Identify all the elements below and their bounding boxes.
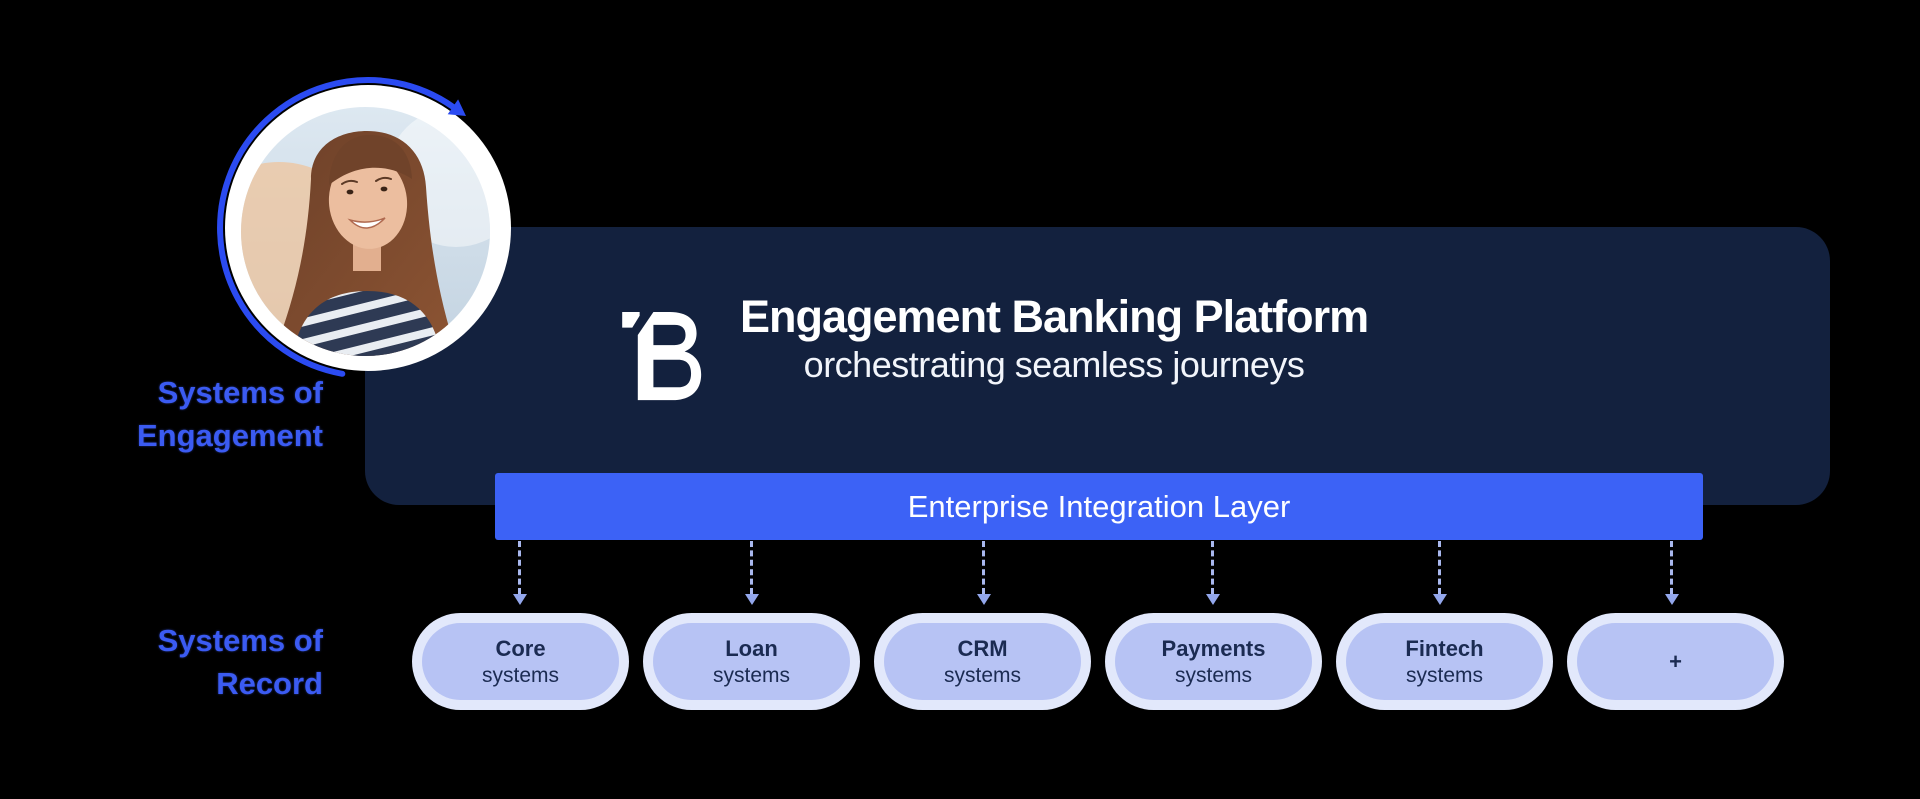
plus-icon: + (1669, 649, 1682, 674)
pill-crm-type: systems (943, 663, 1021, 687)
systems-of-record-label: Systems of Record (40, 619, 323, 705)
pill-loan-name: Loan (725, 635, 778, 661)
connector-line (1211, 541, 1214, 594)
systems-of-record-row: Core systems Loan systems CRM systems Pa… (412, 613, 1784, 710)
pill-payments-name: Payments (1161, 635, 1266, 661)
arrow-down-icon (745, 594, 759, 605)
systems-of-engagement-line1: Systems of (157, 375, 323, 410)
systems-of-record-line2: Record (216, 666, 323, 701)
pill-fintech-type: systems (1405, 663, 1483, 687)
backbase-logo-icon (622, 312, 702, 401)
arrow-down-icon (1665, 594, 1679, 605)
pill-crm-name: CRM (957, 635, 1008, 661)
platform-title: Engagement Banking Platform (740, 291, 1369, 342)
pill-core-name: Core (495, 635, 546, 661)
pill-fintech-name: Fintech (1405, 635, 1484, 661)
pill-core-type: systems (481, 663, 559, 687)
arrow-down-icon (513, 594, 527, 605)
arrow-down-icon (977, 594, 991, 605)
arrow-down-icon (1433, 594, 1447, 605)
pill-core-systems: Core systems (412, 613, 629, 710)
circular-arrow-icon (217, 77, 466, 377)
platform-titles: Engagement Banking Platform orchestratin… (740, 291, 1369, 387)
connector-line (982, 541, 985, 594)
enterprise-integration-layer-label: Enterprise Integration Layer (907, 488, 1291, 524)
connector-line (1670, 541, 1673, 594)
pill-payments-systems: Payments systems (1105, 613, 1322, 710)
connector-line (750, 541, 753, 594)
pill-more-systems: + (1567, 613, 1784, 710)
pill-payments-type: systems (1174, 663, 1252, 687)
pill-loan-type: systems (712, 663, 790, 687)
pill-fintech-systems: Fintech systems (1336, 613, 1553, 710)
systems-of-engagement-label: Systems of Engagement (40, 371, 323, 457)
connector-line (1438, 541, 1441, 594)
platform-header: Engagement Banking Platform orchestratin… (612, 291, 1369, 402)
arrow-down-icon (1206, 594, 1220, 605)
systems-of-engagement-line2: Engagement (136, 418, 323, 453)
connector-line (518, 541, 521, 594)
systems-of-record-line1: Systems of (157, 623, 323, 658)
pill-crm-systems: CRM systems (874, 613, 1091, 710)
engagement-platform-panel (365, 227, 1830, 505)
platform-subtitle: orchestrating seamless journeys (803, 344, 1305, 385)
avatar (225, 85, 511, 371)
pill-loan-systems: Loan systems (643, 613, 860, 710)
enterprise-integration-layer-bar: Enterprise Integration Layer (495, 473, 1703, 540)
